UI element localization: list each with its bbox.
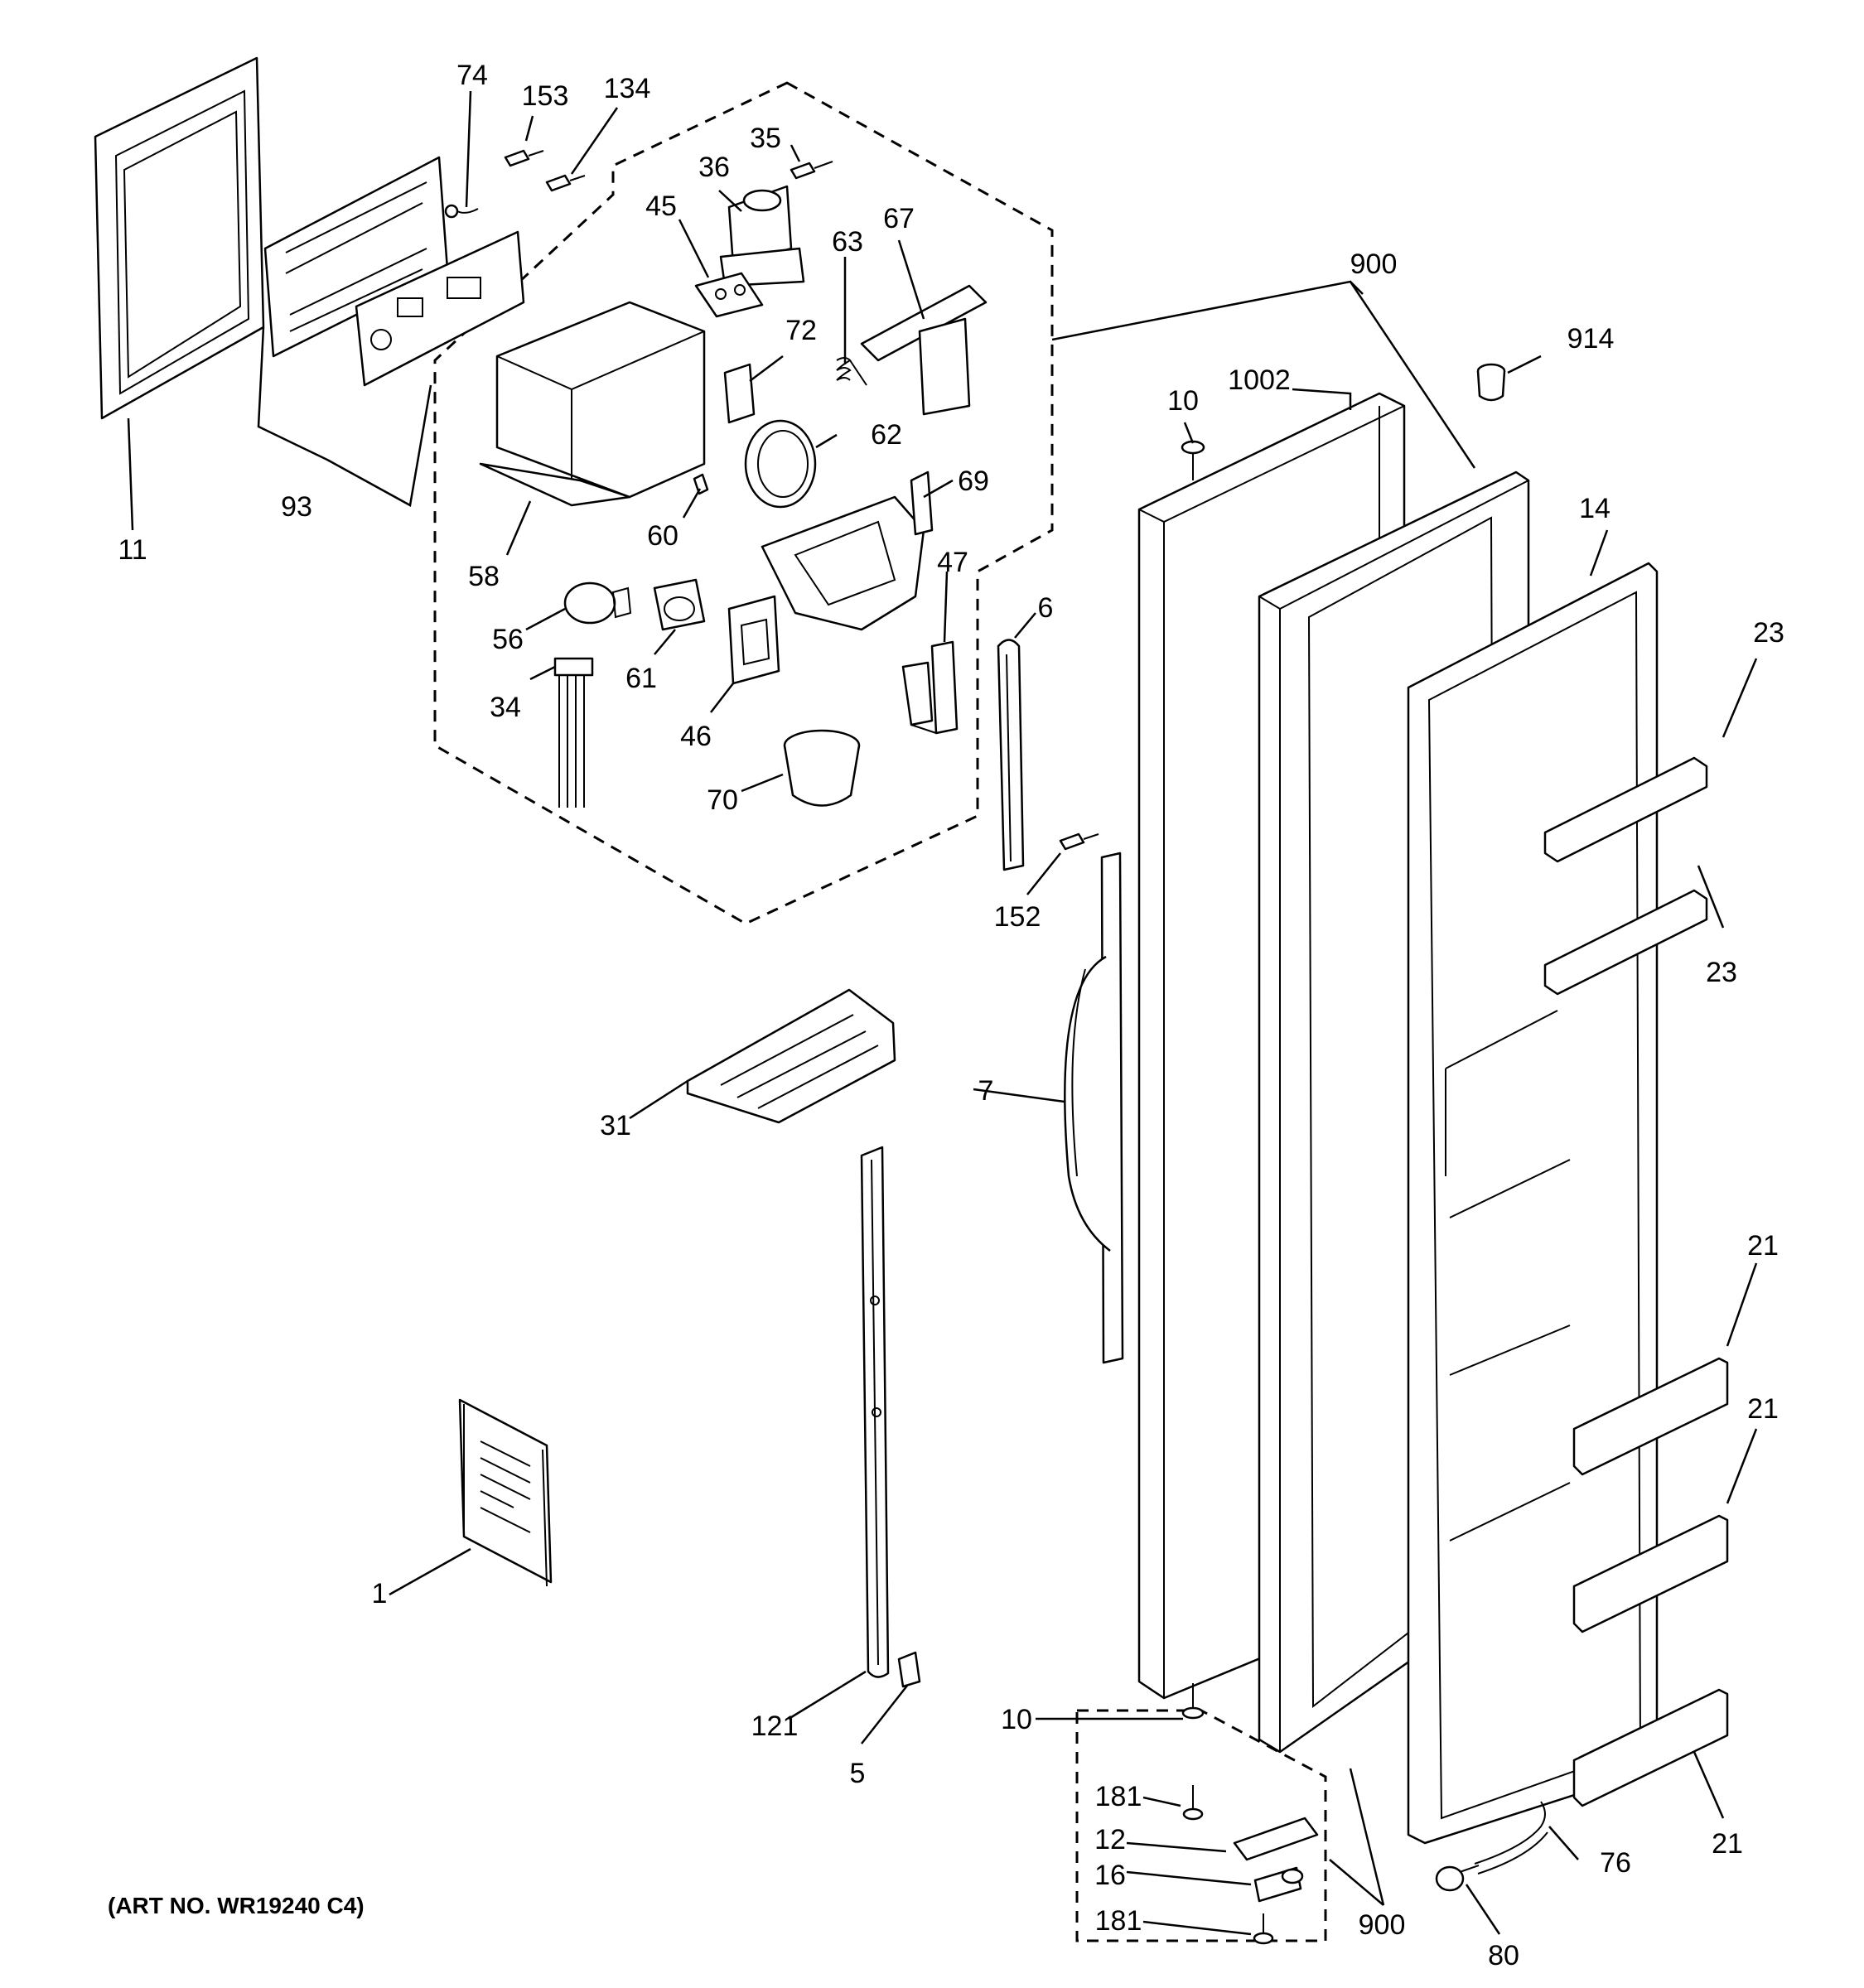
callout-12: 12	[1094, 1824, 1126, 1855]
cam-61	[653, 578, 706, 631]
leader-lines	[127, 90, 1758, 1936]
trim-strip-6	[997, 639, 1025, 871]
auger-56	[563, 581, 632, 625]
callout-67: 67	[883, 203, 915, 234]
callout-69: 69	[958, 466, 989, 497]
callout-21-top: 21	[1747, 1230, 1779, 1262]
callout-153: 153	[522, 80, 569, 112]
hinge-bracket-12	[1233, 1817, 1319, 1861]
shelf-31	[686, 988, 896, 1124]
callout-62: 62	[871, 419, 902, 451]
wire-harness-34	[553, 657, 594, 808]
water-tube-76	[1474, 1801, 1548, 1875]
callout-93: 93	[281, 491, 312, 523]
callout-61: 61	[625, 663, 657, 694]
bin-21-top	[1572, 1357, 1729, 1476]
callout-181-upper: 181	[1095, 1781, 1142, 1812]
bin-21-bottom	[1572, 1688, 1729, 1807]
callout-1002: 1002	[1228, 364, 1291, 396]
gasket-14	[1407, 562, 1659, 1845]
spring-63	[836, 357, 867, 386]
callout-1: 1	[372, 1578, 388, 1609]
callout-11: 11	[118, 534, 147, 566]
wire-74	[444, 204, 479, 219]
screw-60	[693, 473, 709, 495]
switch-72	[723, 363, 756, 424]
dispenser-frame-part	[94, 56, 265, 420]
callout-6: 6	[1038, 592, 1054, 624]
manual-booklet-1	[458, 1398, 553, 1587]
screw-10-top	[1181, 440, 1205, 480]
callout-45: 45	[645, 191, 677, 222]
screw-35	[790, 161, 833, 180]
cap-914	[1476, 363, 1506, 402]
clip-5	[897, 1651, 921, 1688]
callout-900-top: 900	[1350, 248, 1398, 280]
callout-47: 47	[937, 547, 968, 578]
callout-914: 914	[1567, 323, 1615, 355]
callout-70: 70	[707, 784, 738, 816]
art-number-note: (ART NO. WR19240 C4)	[108, 1893, 365, 1918]
callout-7: 7	[978, 1075, 994, 1107]
callout-46: 46	[680, 721, 712, 752]
callout-36: 36	[698, 152, 730, 183]
ice-chute-housing-58	[479, 301, 706, 507]
callout-80: 80	[1488, 1940, 1519, 1971]
callout-16: 16	[1094, 1860, 1126, 1891]
callout-35: 35	[750, 123, 781, 154]
flapper-46	[727, 595, 780, 685]
hinge-pin-16	[1253, 1866, 1304, 1903]
callout-21-bottom: 21	[1712, 1828, 1743, 1860]
door-handle-7	[1064, 852, 1124, 1364]
control-panel-part	[263, 156, 525, 387]
dispenser-assembly-boundary	[433, 81, 1054, 925]
chute-47	[901, 640, 959, 735]
callout-23-upper: 23	[1753, 617, 1784, 649]
callout-72: 72	[785, 315, 817, 346]
solenoid-36	[719, 185, 805, 287]
callout-21-middle: 21	[1747, 1393, 1779, 1425]
callout-56: 56	[492, 624, 524, 655]
callout-58: 58	[468, 561, 500, 592]
callout-76: 76	[1600, 1847, 1631, 1879]
bracket-45	[694, 272, 764, 318]
callout-74: 74	[456, 60, 488, 91]
lever-arm-67	[860, 284, 988, 416]
callout-10-top: 10	[1167, 385, 1199, 417]
callout-5: 5	[850, 1758, 866, 1789]
screw-153	[504, 149, 544, 167]
fitting-80	[1435, 1865, 1480, 1892]
callout-134: 134	[604, 73, 651, 104]
screw-181-upper	[1182, 1785, 1204, 1821]
screw-152	[1059, 832, 1099, 851]
callout-63: 63	[832, 226, 863, 258]
callout-14: 14	[1579, 493, 1610, 524]
funnel-ring-70	[783, 729, 861, 807]
screw-181-lower	[1253, 1913, 1274, 1945]
callout-152: 152	[994, 901, 1041, 933]
callout-23-lower: 23	[1706, 957, 1737, 988]
chute-funnel-69	[761, 470, 934, 631]
hinge-kit-boundary	[1075, 1709, 1327, 1942]
vertical-strip-121	[860, 1146, 890, 1678]
bin-23-upper	[1543, 756, 1708, 863]
bin-21-middle	[1572, 1514, 1729, 1633]
bin-23-lower	[1543, 889, 1708, 996]
callout-900-bottom: 900	[1359, 1909, 1406, 1941]
callout-34: 34	[490, 692, 521, 723]
callout-labels: 11 93 74 153 134 35 36 45 63 67 72 62 69…	[118, 60, 1784, 1971]
callout-121: 121	[751, 1711, 799, 1742]
screw-134	[545, 174, 586, 192]
callout-31: 31	[600, 1110, 631, 1141]
callout-181-lower: 181	[1095, 1905, 1142, 1937]
screw-10-bottom	[1181, 1683, 1205, 1720]
callout-10-bottom: 10	[1001, 1704, 1032, 1735]
callout-60: 60	[647, 520, 678, 552]
ring-62	[744, 419, 817, 509]
